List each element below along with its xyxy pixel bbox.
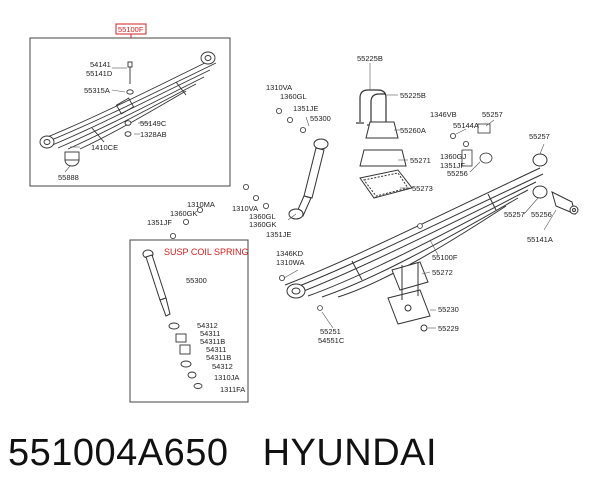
label-54312-a: 54312	[197, 321, 218, 330]
label-55273: 55273	[412, 184, 433, 193]
shackle-assembly	[551, 191, 579, 215]
label-55256-a: 55256	[447, 169, 468, 178]
label-55300-b: 55300	[186, 276, 207, 285]
label-55225B: 55225B	[400, 91, 426, 100]
label-55257-b: 55257	[529, 132, 550, 141]
inset-leaf-spring	[39, 57, 217, 150]
label-54141: 54141	[90, 60, 111, 69]
label-1310MA: 1310MA	[187, 200, 215, 209]
part-footer: 551004A650 HYUNDAI	[8, 428, 437, 478]
label-54551C: 54551C	[318, 336, 345, 345]
label-1328AB: 1328AB	[140, 130, 167, 139]
inset-eye-bushings	[39, 51, 216, 167]
inset-coil-hardware	[168, 322, 203, 389]
label-55260A: 55260A	[400, 126, 426, 135]
label-55230: 55230	[438, 305, 459, 314]
label-1310WA: 1310WA	[276, 258, 305, 267]
label-55300-a: 55300	[310, 114, 331, 123]
label-1351JF-b: 1351JF	[147, 218, 172, 227]
inset-top-hardware	[169, 206, 203, 239]
brand-name: HYUNDAI	[262, 431, 438, 474]
u-bolt	[356, 89, 387, 126]
label-1351JF-a: 1351JF	[440, 161, 465, 170]
label-55100F: 55100F	[432, 253, 458, 262]
label-55257-c: 55257	[504, 210, 525, 219]
label-55144A: 55144A	[453, 121, 479, 130]
label-55141D: 55141D	[86, 69, 113, 78]
center-small-hardware	[242, 108, 493, 311]
label-55888: 55888	[58, 173, 79, 182]
label-55149C: 55149C	[140, 119, 167, 128]
main-eye-bushings	[286, 153, 548, 299]
label-1310JA: 1310JA	[214, 373, 239, 382]
label-55256-b: 55256	[531, 210, 552, 219]
inset-center-bolt	[124, 61, 134, 137]
label-1346VB: 1346VB	[430, 110, 457, 119]
label-1310VA-b: 1310VA	[232, 204, 258, 213]
label-55272: 55272	[432, 268, 453, 277]
label-1360GJ: 1360GJ	[440, 152, 467, 161]
lower-seat-plate	[387, 261, 431, 325]
label-55271: 55271	[410, 156, 431, 165]
inset-box-coil-spring	[129, 239, 249, 403]
label-1410CE: 1410CE	[91, 143, 118, 152]
main-leaf-spring	[284, 167, 544, 298]
shock-absorber-center	[288, 138, 329, 220]
label-1311FA: 1311FA	[220, 385, 245, 394]
parts-diagram: 55100F 54141 55141D 55315A 55149C 1328AB…	[29, 23, 579, 403]
part-number: 551004A650	[8, 431, 229, 474]
label-1310VA-a: 1310VA	[266, 83, 292, 92]
label-55225B-top: 55225B	[357, 54, 383, 63]
label-1351JE-a: 1351JE	[293, 104, 318, 113]
inset-box-leaf-spring	[29, 37, 231, 187]
label-1360GK-a: 1360GK	[170, 209, 198, 218]
label-54311B-a: 54311B	[200, 337, 225, 346]
label-55229: 55229	[438, 324, 459, 333]
part-labels: 55100F 54141 55141D 55315A 55149C 1328AB…	[58, 25, 553, 394]
bump-stopper-stack	[359, 121, 413, 199]
inset-leader-lines	[64, 67, 150, 173]
label-1360GL-a: 1360GL	[280, 92, 307, 101]
label-55315A: 55315A	[84, 86, 110, 95]
label-55257-a: 55257	[482, 110, 503, 119]
label-54311-b: 54311	[206, 345, 226, 354]
label-54311-a: 54311	[200, 329, 220, 338]
label-1360GK-b: 1360GK	[249, 220, 277, 229]
label-1346KD: 1346KD	[276, 249, 304, 258]
label-1360GL-b: 1360GL	[249, 212, 276, 221]
inset-shock-absorber	[142, 249, 171, 317]
label-54311B-b: 54311B	[206, 353, 231, 362]
lower-studs	[401, 262, 428, 332]
label-55100F-top: 55100F	[118, 25, 144, 34]
label-susp-coil-spring: SUSP COIL SPRING	[164, 247, 249, 257]
main-leader-lines	[283, 63, 557, 329]
label-1351JE-b: 1351JE	[266, 230, 291, 239]
label-54312-b: 54312	[212, 362, 233, 371]
label-55251: 55251	[320, 327, 341, 336]
label-55141A: 55141A	[527, 235, 553, 244]
